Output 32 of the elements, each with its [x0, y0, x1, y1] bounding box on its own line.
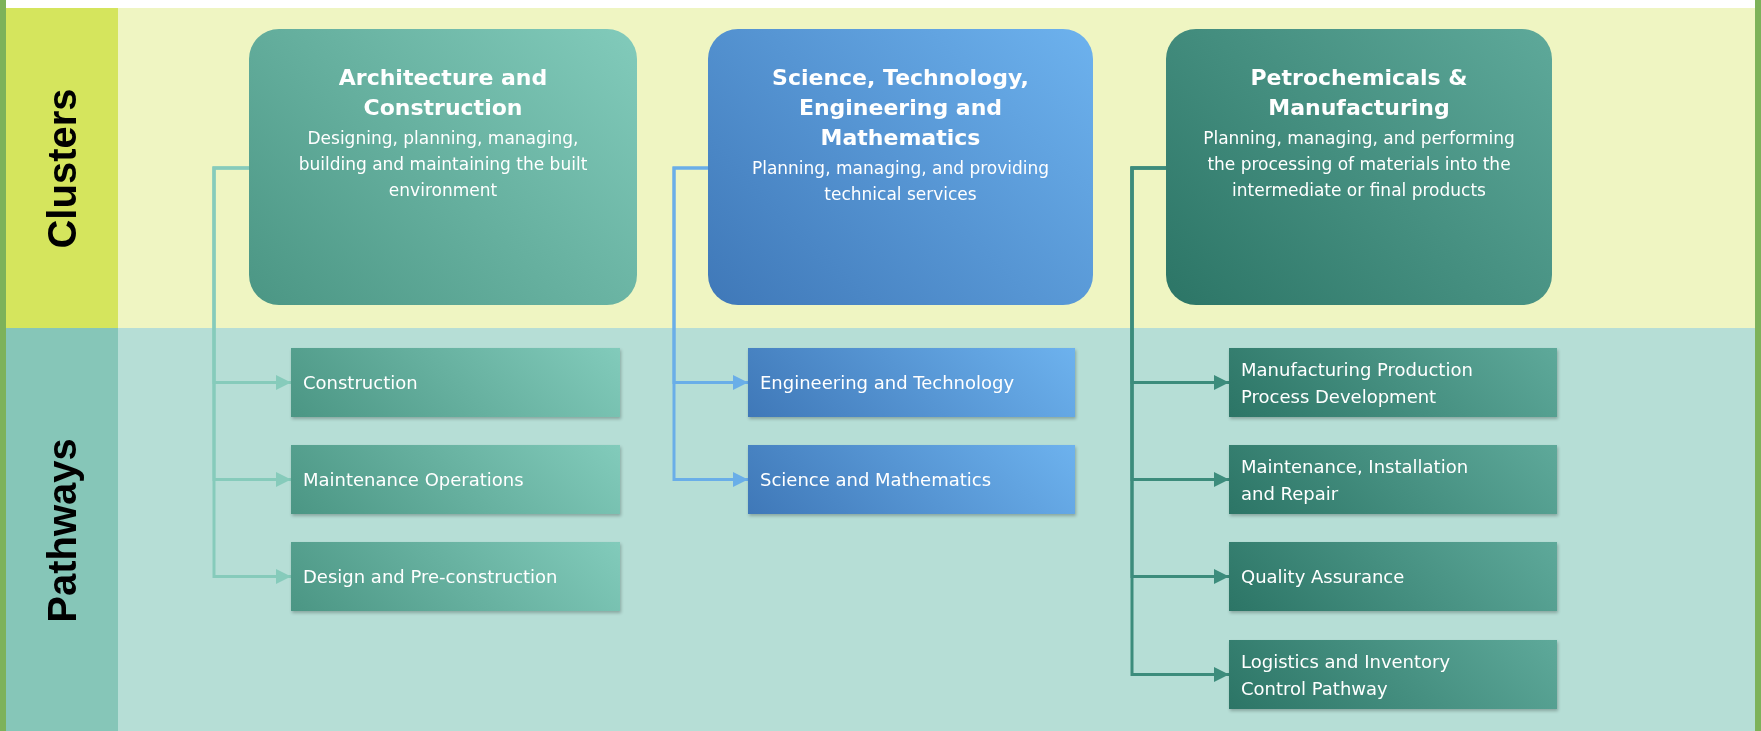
cluster-box [249, 29, 637, 305]
pathway-name: Maintenance, Installation and Repair [1241, 454, 1470, 506]
cluster-description: Designing, planning, managing, building and maintaining the built environment [297, 127, 589, 202]
connector-arrow [1130, 166, 1229, 682]
pathway-name: Design and Pre-construction [303, 565, 559, 589]
cluster-description: Planning, managing, and performing the processing of materials into the intermediate or final products [1202, 127, 1516, 202]
pathway-box [1229, 542, 1557, 611]
pathway-box [1229, 640, 1557, 709]
pathway-box [291, 542, 620, 611]
pathway-box [1229, 445, 1557, 514]
band-label: Pathways [39, 437, 85, 623]
pathway-name: Maintenance Operations [303, 468, 525, 492]
cluster-description: Planning, managing, and providing technical services [750, 157, 1051, 206]
pathway-name: Logistics and Inventory Control Pathway [1241, 649, 1452, 701]
cluster-title: Science, Technology, Engineering and Mathematics [771, 64, 1030, 152]
cluster-box [708, 29, 1093, 305]
connector-arrow [212, 166, 291, 584]
pathway-name: Science and Mathematics [760, 468, 993, 492]
band-label: Clusters [39, 87, 85, 249]
pathway-name: Manufacturing Production Process Development [1241, 357, 1474, 409]
pathway-name: Construction [303, 371, 419, 395]
pathway-box [1229, 348, 1557, 417]
pathway-name: Engineering and Technology [760, 371, 1015, 395]
pathway-box [748, 348, 1075, 417]
cluster-title: Architecture and Construction [337, 64, 549, 122]
pathway-name: Quality Assurance [1241, 565, 1406, 589]
pathway-box [748, 445, 1075, 514]
connector-arrow [672, 166, 748, 487]
cluster-box [1166, 29, 1552, 305]
pathway-box [291, 348, 620, 417]
cluster-title: Petrochemicals & Manufacturing [1249, 64, 1469, 122]
pathway-box [291, 445, 620, 514]
